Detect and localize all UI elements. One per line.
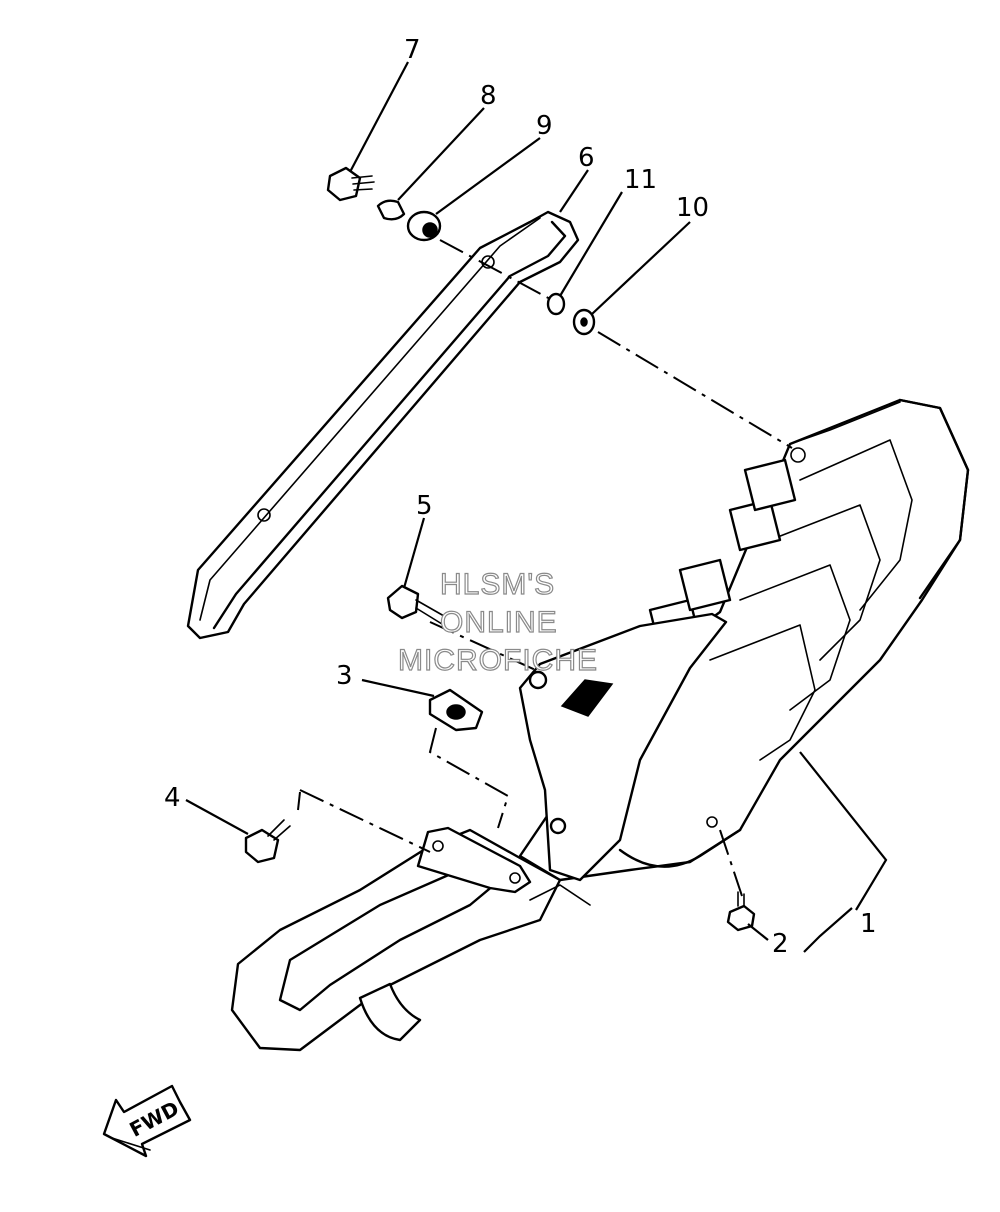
fwd-direction-arrow: FWD bbox=[102, 1084, 192, 1158]
collar-8 bbox=[376, 199, 406, 221]
leader-lines bbox=[185, 61, 888, 953]
grommet-9 bbox=[406, 210, 442, 242]
bolt-4 bbox=[244, 819, 291, 864]
callout-5: 5 bbox=[416, 491, 433, 521]
callout-4: 4 bbox=[164, 783, 181, 813]
callout-6: 6 bbox=[578, 143, 595, 173]
bolt-5 bbox=[386, 584, 445, 625]
callout-10: 10 bbox=[676, 193, 709, 223]
callout-3: 3 bbox=[336, 661, 353, 691]
watermark: HLSM'S ONLINE MICROFICHE bbox=[397, 567, 598, 677]
watermark-line-3: MICROFICHE bbox=[398, 644, 598, 677]
callout-8: 8 bbox=[480, 81, 497, 111]
callout-11: 11 bbox=[624, 165, 657, 195]
watermark-line-2: ONLINE bbox=[440, 606, 558, 639]
callout-2: 2 bbox=[772, 929, 789, 959]
exhaust-pipe bbox=[230, 826, 591, 1052]
callout-1: 1 bbox=[860, 909, 877, 939]
callouts: 1 2 3 4 5 6 7 8 9 10 11 bbox=[164, 35, 877, 959]
muffler bbox=[518, 398, 970, 882]
assembly-lines bbox=[297, 239, 793, 897]
callout-7: 7 bbox=[404, 35, 421, 65]
callout-9: 9 bbox=[536, 111, 553, 141]
nut-11 bbox=[546, 292, 566, 316]
watermark-line-1: HLSM'S bbox=[440, 568, 555, 601]
bolt-7 bbox=[326, 166, 375, 202]
gasket-3 bbox=[428, 688, 484, 732]
washer-10 bbox=[572, 308, 596, 336]
heat-shield-strap bbox=[186, 210, 580, 640]
